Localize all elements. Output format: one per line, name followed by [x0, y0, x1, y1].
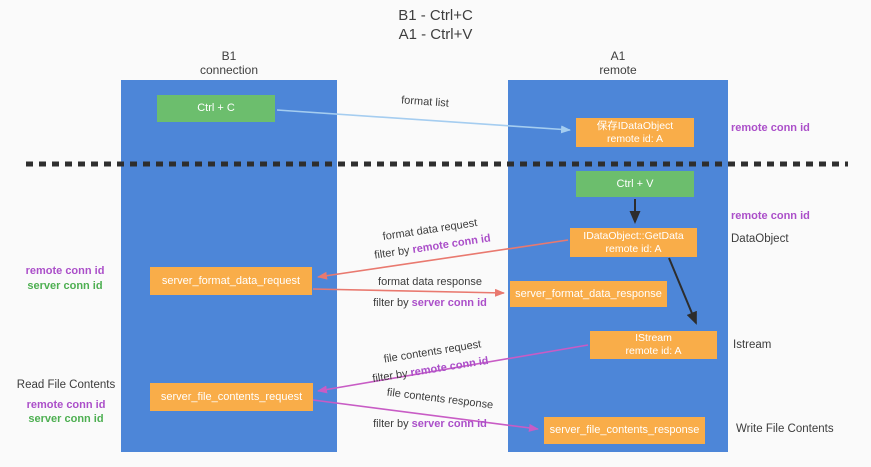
server-file-contents-request-node: server_file_contents_request — [150, 383, 313, 411]
save-idataobject-line2: remote id: A — [606, 132, 664, 145]
format-data-response-label: format data response — [378, 276, 482, 288]
server-conn-id-text: server conn id — [411, 297, 487, 309]
server-file-contents-response-label: server_file_contents_response — [549, 424, 700, 436]
dataobject-annotation: DataObject — [731, 233, 789, 245]
filter-by-text: filter by — [373, 244, 411, 262]
diagram-title: B1 - Ctrl+C A1 - Ctrl+V — [0, 6, 871, 44]
right-column-title: A1 — [610, 49, 626, 63]
ctrl-c-label: Ctrl + C — [197, 102, 235, 114]
server-file-contents-request-label: server_file_contents_request — [160, 390, 303, 403]
server-format-data-request-label: server_format_data_request — [161, 274, 301, 287]
istream-annotation: Istream — [733, 339, 772, 351]
file-contents-response-label: file contents response — [386, 386, 494, 412]
left-column-subtitle: connection — [199, 63, 259, 77]
istream-node: IStream remote id: A — [590, 331, 717, 359]
read-file-contents-annotation: Read File Contents — [16, 379, 116, 391]
server-file-contents-response-node: server_file_contents_response — [544, 417, 705, 444]
idataobject-getdata-line2: remote id: A — [605, 242, 662, 255]
title-line-1: B1 - Ctrl+C — [398, 7, 473, 24]
server-format-data-response-node: server_format_data_response — [510, 281, 667, 307]
remote-conn-id-annotation-left2: remote conn id — [26, 399, 106, 411]
server-conn-id-text: server conn id — [411, 418, 487, 430]
left-column-title: B1 — [221, 49, 237, 63]
server-conn-id-annotation-left: server conn id — [27, 280, 103, 292]
title-line-2: A1 - Ctrl+V — [398, 26, 473, 43]
server-format-data-request-node: server_format_data_request — [150, 267, 312, 295]
istream-line1: IStream — [635, 332, 672, 344]
format-data-response-arrow — [312, 288, 505, 297]
idataobject-getdata-node: IDataObject::GetData remote id: A — [570, 228, 697, 257]
left-conn-id-annotation-top: remote conn id server conn id — [14, 264, 116, 294]
filter-by-text: filter by — [373, 418, 409, 430]
remote-conn-id-annotation-left: remote conn id — [25, 265, 105, 277]
left-annotation-bottom: Read File Contents remote conn id server… — [10, 378, 122, 426]
server-format-data-response-label: server_format_data_response — [515, 287, 662, 300]
filter-by-server-conn-id-label-2: filter by server conn id — [350, 418, 510, 430]
format-list-label: format list — [400, 94, 450, 110]
right-column-header: A1 remote — [508, 49, 728, 77]
istream-line2: remote id: A — [625, 345, 682, 357]
filter-by-text: filter by — [373, 297, 409, 309]
remote-conn-id-annotation-top: remote conn id — [731, 122, 810, 134]
save-idataobject-line1: 保存IDataObject — [596, 119, 674, 132]
idataobject-getdata-line1: IDataObject::GetData — [583, 229, 684, 242]
remote-conn-id-annotation-mid: remote conn id — [731, 210, 810, 222]
filter-by-server-conn-id-label-1: filter by server conn id — [350, 297, 510, 309]
save-idataobject-node: 保存IDataObject remote id: A — [576, 118, 694, 147]
write-file-contents-annotation: Write File Contents — [736, 423, 834, 435]
ctrl-v-label: Ctrl + V — [616, 177, 654, 190]
ctrl-v-node: Ctrl + V — [576, 171, 694, 197]
server-conn-id-annotation-left2: server conn id — [28, 413, 104, 425]
filter-by-text: filter by — [371, 367, 409, 386]
right-column-subtitle: remote — [599, 63, 637, 77]
left-column-header: B1 connection — [121, 49, 337, 77]
ctrl-c-node: Ctrl + C — [157, 95, 275, 122]
